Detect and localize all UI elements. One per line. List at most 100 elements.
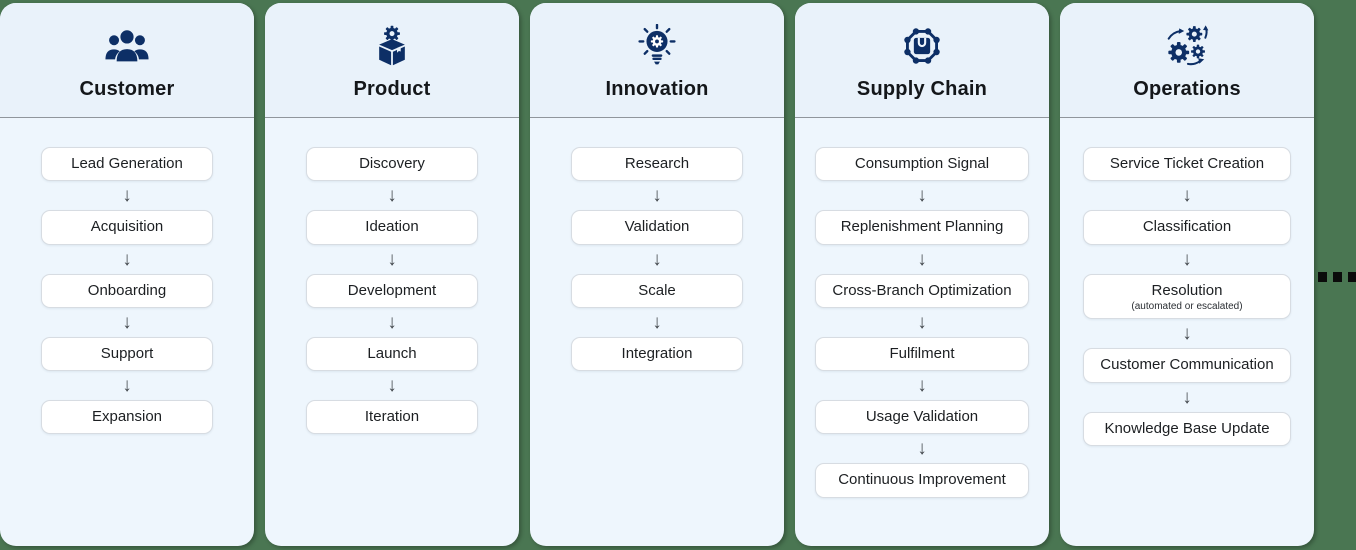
down-arrow-icon xyxy=(306,371,478,400)
step-box-cross-branch-optimization: Cross-Branch Optimization xyxy=(815,273,1029,308)
package-gear-icon xyxy=(370,22,414,70)
down-arrow-icon xyxy=(815,181,1028,210)
card-body: DiscoveryIdeationDevelopmentLaunchIterat… xyxy=(265,118,519,546)
down-arrow-icon xyxy=(571,308,743,337)
step-box-research: Research xyxy=(571,147,743,182)
down-arrow-icon xyxy=(306,245,478,274)
down-arrow-icon xyxy=(41,371,213,400)
step-label: Lead Generation xyxy=(71,155,183,172)
flow-card-innovation: InnovationResearchValidationScaleIntegra… xyxy=(530,3,784,546)
step-label: Classification xyxy=(1142,218,1232,236)
continuation-dashes-icon xyxy=(1318,272,1356,282)
step-box-validation: Validation xyxy=(571,210,743,245)
card-body: Service Ticket CreationClassificationRes… xyxy=(1060,118,1314,546)
step-box-expansion: Expansion xyxy=(41,400,213,435)
down-arrow-icon xyxy=(815,245,1028,274)
gears-sync-icon xyxy=(1163,22,1211,70)
down-arrow-icon xyxy=(41,308,213,337)
card-body: Consumption SignalReplenishment Planning… xyxy=(795,118,1049,546)
step-box-development: Development xyxy=(306,273,478,308)
down-arrow-icon xyxy=(815,308,1028,337)
card-body: ResearchValidationScaleIntegration xyxy=(530,118,784,546)
step-label: Ideation xyxy=(365,218,419,236)
down-arrow-icon xyxy=(815,371,1028,400)
down-arrow-icon xyxy=(41,181,213,210)
card-title: Product xyxy=(353,77,431,100)
card-header: Product xyxy=(265,3,519,118)
step-box-continuous-improvement: Continuous Improvement xyxy=(815,463,1029,498)
step-label: Iteration xyxy=(364,408,420,425)
step-label: Support xyxy=(100,344,154,362)
step-box-lead-generation: Lead Generation xyxy=(41,147,213,182)
step-label: Fulfilment xyxy=(889,344,955,362)
card-title: Operations xyxy=(1133,77,1241,100)
step-label: Integration xyxy=(621,344,693,362)
step-label: Resolution xyxy=(1151,281,1223,299)
down-arrow-icon xyxy=(571,181,743,210)
step-box-ideation: Ideation xyxy=(306,210,478,245)
step-box-replenishment-planning: Replenishment Planning xyxy=(815,210,1029,245)
step-box-integration: Integration xyxy=(571,336,743,371)
steps-list: Lead GenerationAcquisitionOnboardingSupp… xyxy=(41,147,213,435)
step-label: Replenishment Planning xyxy=(840,218,1004,236)
down-arrow-icon xyxy=(41,245,213,274)
step-box-onboarding: Onboarding xyxy=(41,273,213,308)
step-label: Knowledge Base Update xyxy=(1104,419,1270,437)
step-box-launch: Launch xyxy=(306,336,478,371)
down-arrow-icon xyxy=(815,434,1028,463)
step-label: Onboarding xyxy=(87,281,167,299)
card-header: Innovation xyxy=(530,3,784,118)
lightbulb-gear-icon xyxy=(635,22,679,70)
step-label: Usage Validation xyxy=(865,408,979,425)
step-label: Scale xyxy=(638,281,676,299)
step-box-scale: Scale xyxy=(571,273,743,308)
step-label: Research xyxy=(624,155,690,172)
steps-list: Consumption SignalReplenishment Planning… xyxy=(815,147,1029,498)
down-arrow-icon xyxy=(306,181,478,210)
step-box-fulfilment: Fulfilment xyxy=(815,336,1029,371)
step-label: Service Ticket Creation xyxy=(1109,155,1265,172)
down-arrow-icon xyxy=(1083,319,1290,348)
step-label: Consumption Signal xyxy=(854,155,990,172)
steps-list: DiscoveryIdeationDevelopmentLaunchIterat… xyxy=(306,147,478,435)
step-label: Discovery xyxy=(359,155,425,172)
step-label: Cross-Branch Optimization xyxy=(832,281,1012,299)
step-box-support: Support xyxy=(41,336,213,371)
card-body: Lead GenerationAcquisitionOnboardingSupp… xyxy=(0,118,254,546)
card-header: Supply Chain xyxy=(795,3,1049,118)
network-box-icon xyxy=(899,22,945,70)
step-label: Development xyxy=(347,281,437,299)
card-title: Customer xyxy=(79,77,175,100)
step-box-resolution: Resolution(automated or escalated) xyxy=(1083,273,1291,320)
step-box-service-ticket-creation: Service Ticket Creation xyxy=(1083,147,1291,182)
down-arrow-icon xyxy=(1083,181,1290,210)
step-box-usage-validation: Usage Validation xyxy=(815,400,1029,435)
step-label: Expansion xyxy=(91,408,163,425)
step-box-consumption-signal: Consumption Signal xyxy=(815,147,1029,182)
step-label: Validation xyxy=(624,218,690,236)
down-arrow-icon xyxy=(1083,245,1290,274)
steps-list: Service Ticket CreationClassificationRes… xyxy=(1083,147,1291,446)
down-arrow-icon xyxy=(306,308,478,337)
step-sublabel: (automated or escalated) xyxy=(1131,300,1243,312)
card-header: Customer xyxy=(0,3,254,118)
card-title: Supply Chain xyxy=(856,77,988,100)
step-label: Launch xyxy=(367,344,417,362)
down-arrow-icon xyxy=(571,245,743,274)
step-box-customer-communication: Customer Communication xyxy=(1083,348,1291,383)
people-group-icon xyxy=(104,22,150,70)
card-title: Innovation xyxy=(605,77,709,100)
step-box-knowledge-base-update: Knowledge Base Update xyxy=(1083,411,1291,446)
step-label: Customer Communication xyxy=(1100,356,1274,374)
step-box-classification: Classification xyxy=(1083,210,1291,245)
step-label: Continuous Improvement xyxy=(838,471,1006,489)
card-header: Operations xyxy=(1060,3,1314,118)
step-box-acquisition: Acquisition xyxy=(41,210,213,245)
flow-card-product: ProductDiscoveryIdeationDevelopmentLaunc… xyxy=(265,3,519,546)
down-arrow-icon xyxy=(1083,383,1290,412)
step-box-discovery: Discovery xyxy=(306,147,478,182)
